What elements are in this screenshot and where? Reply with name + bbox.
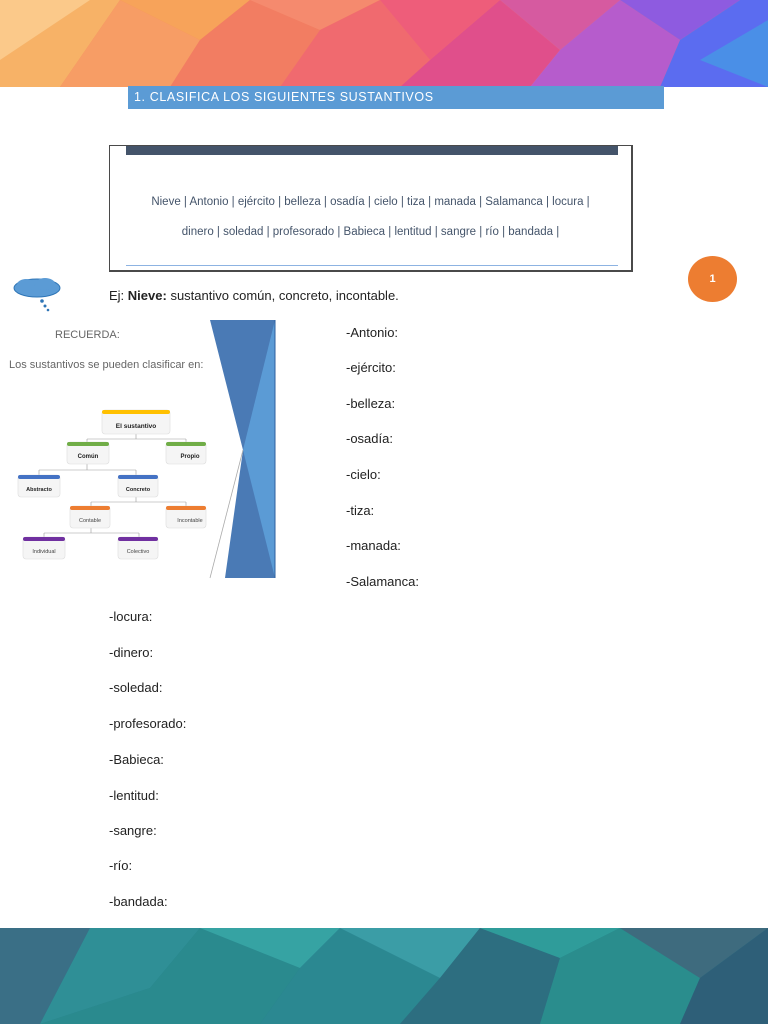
- tree-label-comun: Común: [78, 454, 99, 460]
- tree-node-abstracto: Abstracto: [17, 474, 61, 498]
- noun-item-lentitud: -lentitud:: [109, 788, 159, 803]
- noun-item-manada: -manada:: [346, 538, 401, 553]
- chevron-decoration: [209, 320, 276, 579]
- tree-node-comun: Común: [66, 441, 110, 465]
- example-line: Ej: Nieve: sustantivo común, concreto, i…: [109, 288, 399, 303]
- tree-label-concreto: Concreto: [126, 487, 151, 493]
- thought-cloud-icon: [12, 276, 64, 316]
- noun-item-babieca: -Babieca:: [109, 752, 164, 767]
- tree-node-root: El sustantivo: [101, 409, 171, 435]
- tree-node-concreto: Concreto: [117, 474, 159, 498]
- example-prefix: Ej:: [109, 288, 128, 303]
- noun-item-ejercito: -ejército:: [346, 360, 396, 375]
- word-list-row-1: Nieve | Antonio | ejército | belleza | o…: [151, 196, 590, 208]
- noun-item-sangre: -sangre:: [109, 823, 157, 838]
- tree-label-root: El sustantivo: [116, 423, 156, 430]
- remember-title: RECUERDA:: [55, 329, 120, 341]
- tree-node-individual: Individual: [22, 536, 66, 560]
- tree-label-contable: Contable: [79, 518, 101, 524]
- word-box-divider: [126, 265, 618, 266]
- noun-classification-tree: El sustantivo Común Propio Abstracto Con…: [17, 409, 207, 560]
- tree-label-propio: Propio: [181, 454, 200, 460]
- page-number-badge: 1: [688, 256, 737, 302]
- header-banner: [0, 0, 768, 87]
- tree-node-contable: Contable: [69, 505, 111, 529]
- tree-label-individual: Individual: [32, 549, 55, 555]
- noun-item-belleza: -belleza:: [346, 396, 396, 411]
- noun-item-bandada: -bandada:: [109, 894, 168, 909]
- tree-label-abstracto: Abstracto: [26, 487, 52, 493]
- tree-label-incontable: Incontable: [177, 518, 202, 524]
- example-text: sustantivo común, concreto, incontable.: [166, 288, 399, 303]
- noun-item-tiza: -tiza:: [346, 503, 375, 518]
- footer-banner: [0, 928, 768, 1024]
- remember-text: Los sustantivos se pueden clasificar en:: [9, 359, 204, 371]
- noun-item-cielo: -cielo:: [346, 467, 381, 482]
- noun-item-locura: -locura:: [109, 609, 153, 624]
- section-title: 1. CLASIFICA LOS SIGUIENTES SUSTANTIVOS: [128, 86, 664, 109]
- tree-node-incontable: Incontable: [165, 505, 207, 529]
- noun-item-salamanca: -Salamanca:: [346, 574, 419, 589]
- word-list-row-2: dinero | soledad | profesorado | Babieca…: [181, 226, 560, 238]
- tree-label-colectivo: Colectivo: [127, 549, 150, 555]
- noun-item-profesorado: -profesorado:: [109, 716, 187, 731]
- noun-item-dinero: -dinero:: [109, 645, 154, 660]
- noun-item-osadia: -osadía:: [346, 431, 393, 446]
- noun-item-soledad: -soledad:: [109, 680, 163, 695]
- noun-item-antonio: -Antonio:: [346, 325, 399, 340]
- tree-node-propio: Propio: [165, 441, 207, 465]
- noun-item-rio: -río:: [109, 858, 133, 873]
- example-word: Nieve:: [127, 288, 167, 303]
- tree-node-colectivo: Colectivo: [117, 536, 159, 560]
- word-box: Nieve | Antonio | ejército | belleza | o…: [109, 145, 633, 272]
- word-box-header-bar: [126, 146, 618, 155]
